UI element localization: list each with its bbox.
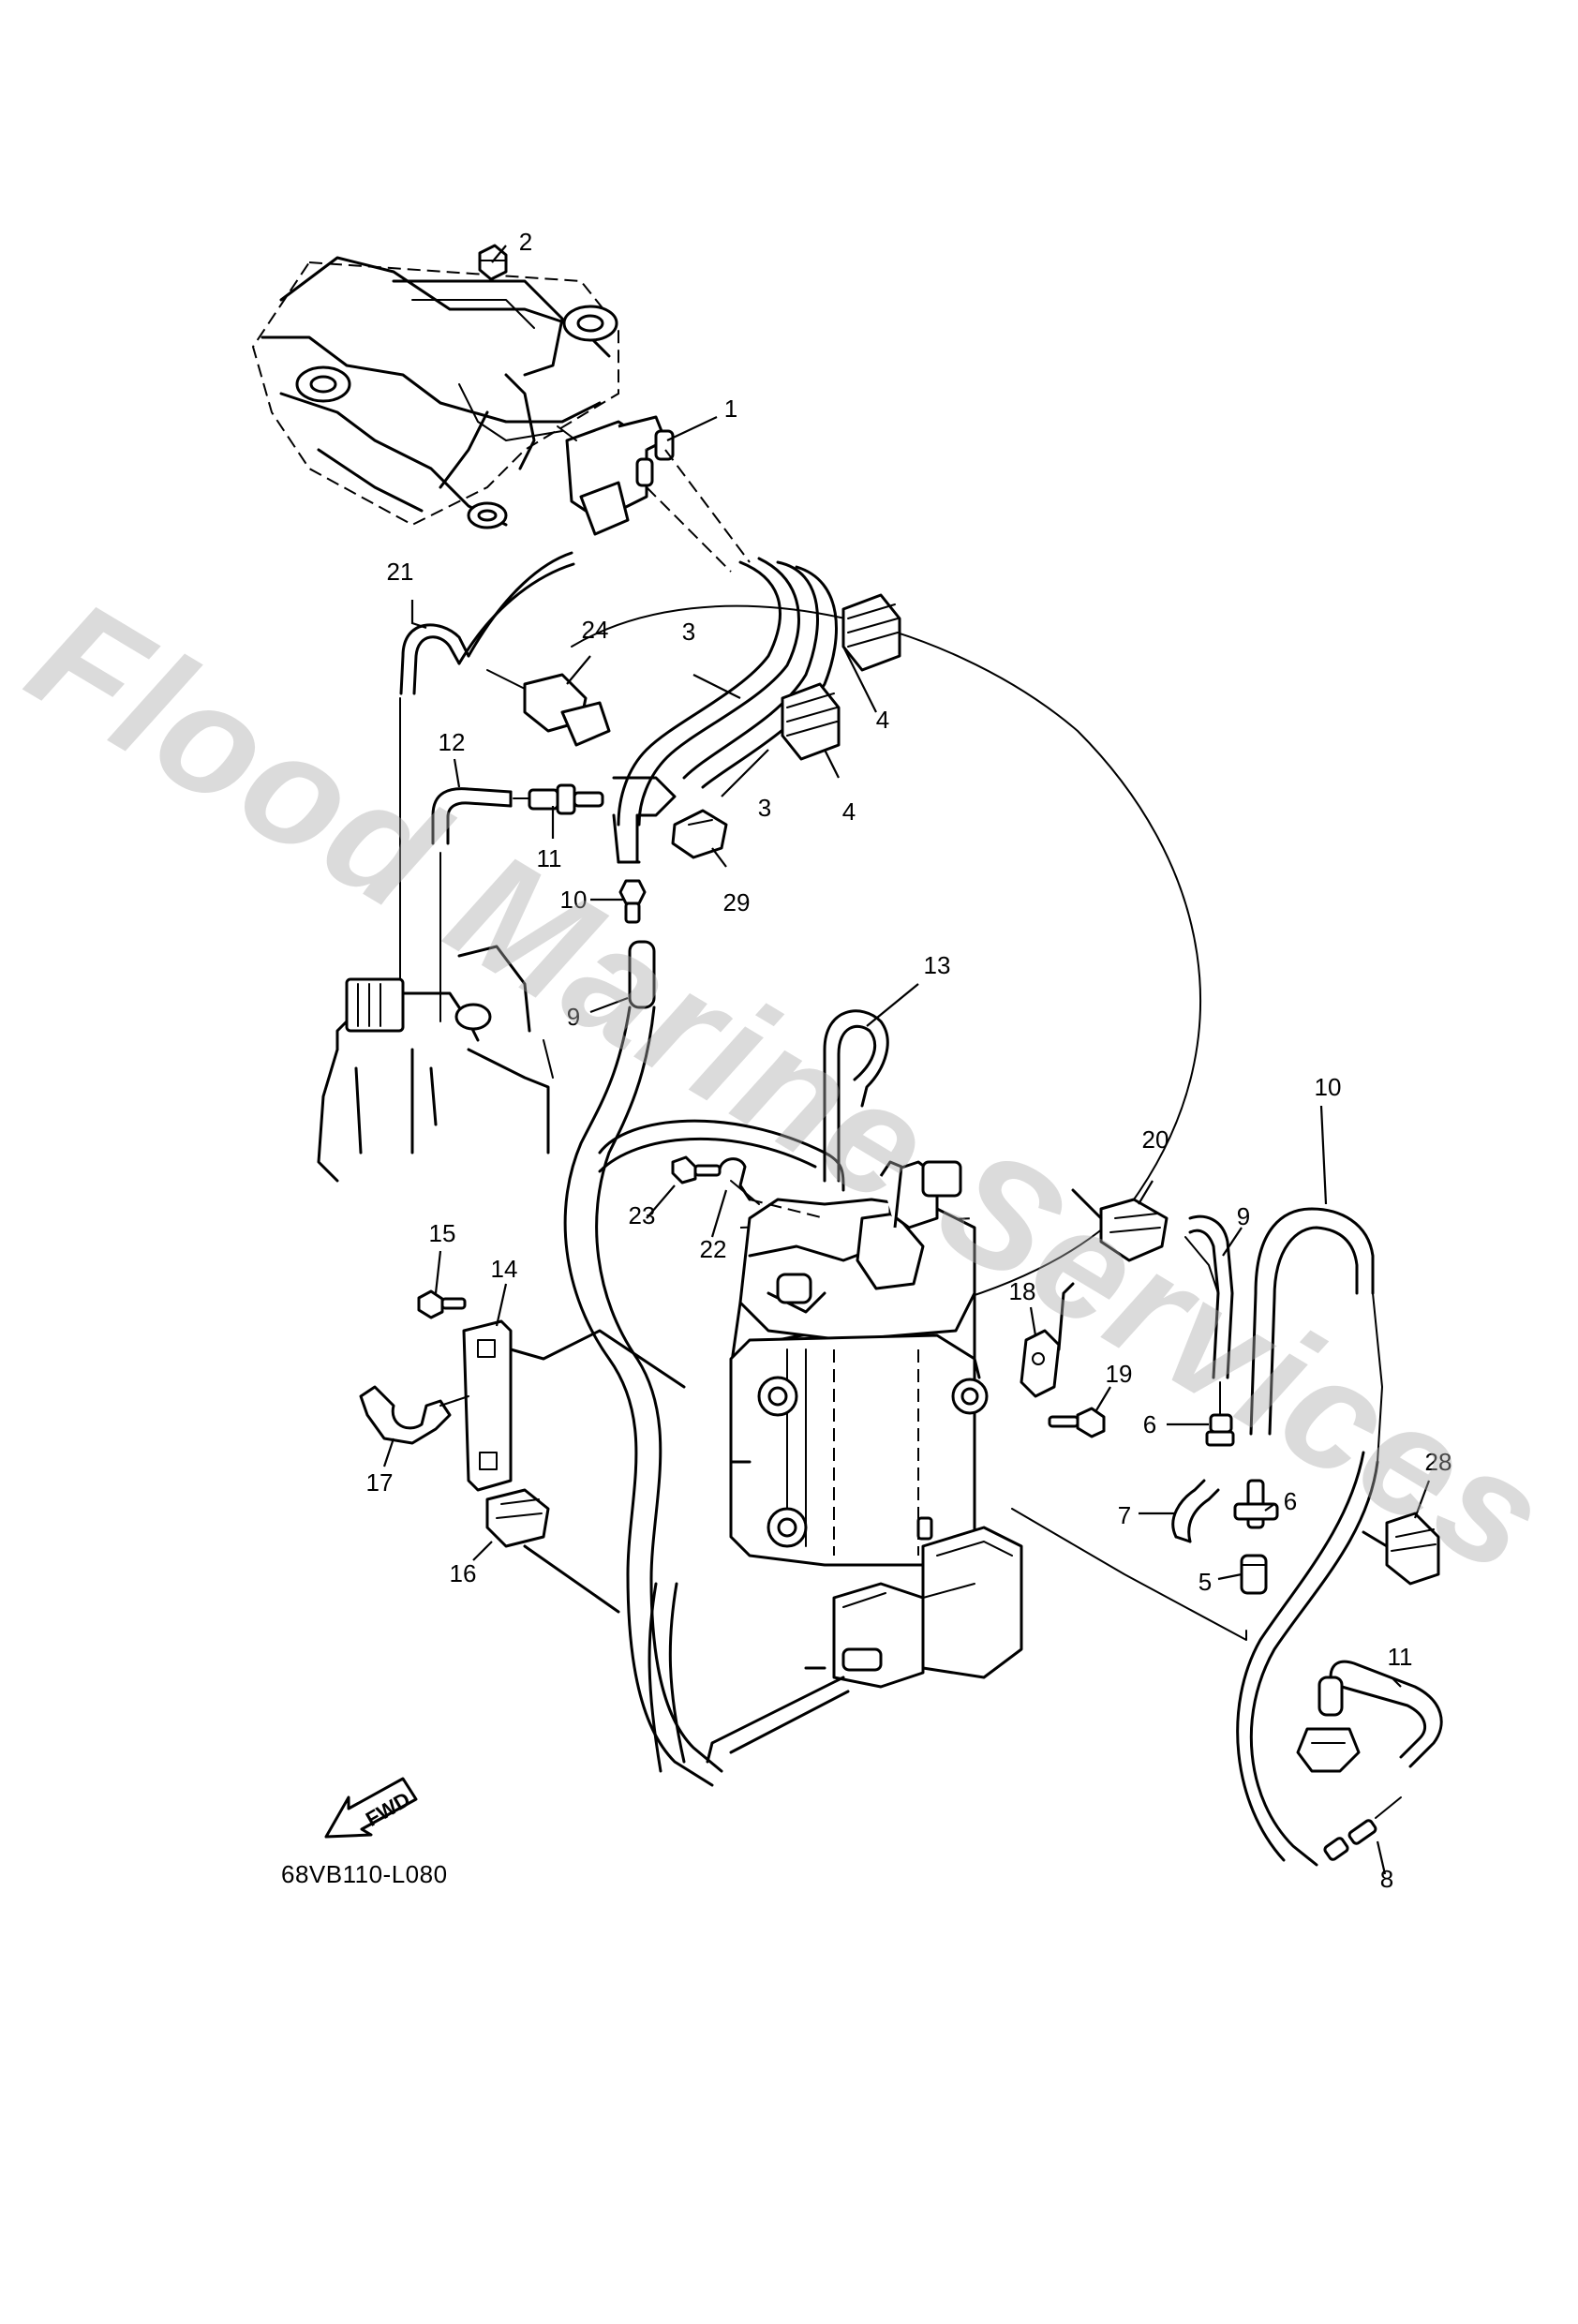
callout-5: 5 bbox=[1198, 1568, 1213, 1596]
part-17-bracket bbox=[462, 1319, 686, 1492]
callout-26: 23 bbox=[628, 1201, 656, 1229]
callout-25: 22 bbox=[699, 1235, 727, 1263]
part-13-connector bbox=[618, 879, 647, 924]
part-6-tee bbox=[1233, 1479, 1279, 1529]
callout-11: 11 bbox=[1387, 1643, 1413, 1671]
part-27-clamp bbox=[486, 669, 611, 747]
callout-12: 9 bbox=[566, 1003, 581, 1031]
part-26-bolt bbox=[671, 1155, 722, 1184]
leader-dash-b bbox=[646, 486, 732, 573]
callout-8-upper: 6 bbox=[1142, 1410, 1157, 1438]
callout-23: 20 bbox=[1141, 1125, 1169, 1154]
leader-dash-a bbox=[664, 449, 751, 563]
lead-line-right-group bbox=[1011, 1508, 1247, 1641]
part-8-connector-upper bbox=[1205, 1381, 1235, 1447]
callout-17: 14 bbox=[490, 1255, 518, 1283]
part-25-clip bbox=[718, 1157, 826, 1219]
engine-block-left bbox=[317, 945, 554, 1183]
vent-hose-long bbox=[571, 604, 1202, 1341]
part-15-elbow-hose bbox=[431, 787, 513, 845]
callout-24: 21 bbox=[386, 558, 414, 586]
callout-21: 18 bbox=[1008, 1277, 1036, 1305]
part-5-connector bbox=[1240, 1554, 1268, 1595]
callout-9: 9 bbox=[1236, 1202, 1251, 1230]
callout-10: 10 bbox=[1314, 1073, 1342, 1101]
callout-7: 7 bbox=[1117, 1501, 1132, 1529]
part-24-hose bbox=[399, 551, 575, 695]
part-22-bolt bbox=[1048, 1407, 1106, 1438]
intake-manifold-upper bbox=[251, 256, 619, 529]
part-28-clamp bbox=[1362, 1512, 1440, 1586]
callout-13: 10 bbox=[559, 886, 588, 914]
charcoal-canister bbox=[706, 1526, 1023, 1764]
callout-22: 19 bbox=[1105, 1360, 1133, 1388]
part-29-clamp bbox=[671, 809, 728, 859]
callout-1: 1 bbox=[723, 395, 738, 423]
callout-20: 17 bbox=[365, 1468, 394, 1497]
return-hose-lower bbox=[1236, 1451, 1379, 1867]
part-20-clamp bbox=[359, 1385, 469, 1445]
callout-29: 29 bbox=[722, 888, 751, 916]
vent-hose-lower bbox=[598, 1119, 845, 1773]
callout-3-upper: 3 bbox=[681, 618, 696, 646]
hose-tee-joint bbox=[612, 776, 677, 864]
callout-18: 15 bbox=[428, 1219, 456, 1247]
part-4-grommet-lower bbox=[781, 682, 841, 761]
part-9-hose bbox=[1184, 1214, 1234, 1379]
callout-4-upper: 4 bbox=[875, 706, 890, 734]
callout-14: 11 bbox=[536, 844, 562, 872]
part-18-bolt bbox=[417, 1289, 467, 1319]
part-21-bracket bbox=[1020, 1282, 1075, 1398]
callout-27: 24 bbox=[581, 616, 609, 644]
fwd-arrow-icon: FWD bbox=[324, 1777, 418, 1839]
callout-6: 6 bbox=[1283, 1487, 1298, 1515]
part-19-clamp bbox=[485, 1488, 620, 1614]
callout-3-lower: 3 bbox=[757, 794, 772, 822]
part-16-hose bbox=[823, 1009, 889, 1183]
part-7-hose bbox=[1171, 1479, 1220, 1543]
part-10-hose bbox=[1249, 1207, 1383, 1463]
part-3-hoses bbox=[617, 557, 838, 827]
callout-19: 16 bbox=[449, 1559, 477, 1587]
part-8-connector-lower bbox=[1323, 1796, 1402, 1861]
part-4-grommet-upper bbox=[841, 593, 901, 672]
part-1-solenoid-valve bbox=[557, 415, 675, 536]
callout-2: 2 bbox=[518, 228, 533, 256]
callout-15: 12 bbox=[438, 728, 466, 756]
part-12-hose bbox=[563, 940, 723, 1787]
part-14-check-valve bbox=[513, 783, 604, 815]
part-11-hose bbox=[1296, 1660, 1443, 1773]
drawing-code: 68VB110-L080 bbox=[281, 1860, 448, 1888]
leader-lines bbox=[382, 245, 1431, 1875]
vapor-separator-assembly bbox=[729, 1160, 989, 1567]
part-23-clamp bbox=[1071, 1188, 1169, 1262]
callout-28: 28 bbox=[1424, 1448, 1452, 1476]
callout-16: 13 bbox=[923, 951, 951, 979]
callout-4-lower: 4 bbox=[841, 797, 856, 826]
callout-8-lower: 8 bbox=[1379, 1865, 1394, 1893]
